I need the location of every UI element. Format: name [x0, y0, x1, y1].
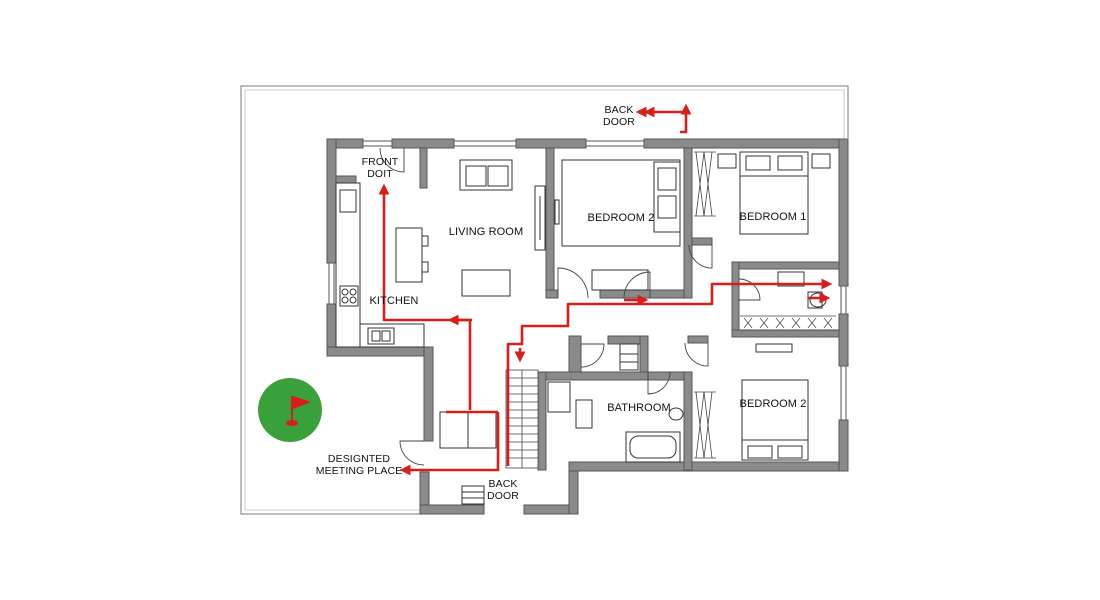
bedroom-2-top-label: BEDROOM 2	[587, 212, 655, 224]
route-bedroom-path	[506, 278, 833, 466]
route-front-door	[378, 183, 472, 410]
lot-boundary	[240, 85, 849, 515]
closet-hangers	[743, 317, 833, 329]
bathroom-label: BATHROOM	[607, 402, 671, 414]
kitchen-label: KITCHEN	[369, 295, 419, 307]
flag-icon	[286, 396, 311, 426]
living-room-label: LIVING ROOM	[448, 226, 524, 238]
meeting-place-marker	[258, 378, 322, 442]
furniture	[335, 151, 836, 505]
route-meeting-place	[399, 412, 500, 476]
bedroom-1-label: BEDROOM 1	[739, 211, 807, 223]
front-door-label: FRONT DOIT	[361, 156, 399, 180]
back-door-top-label: BACK DOOR	[603, 104, 635, 128]
bedroom-2-bottom-label: BEDROOM 2	[739, 398, 807, 410]
meeting-place-label: DESIGNTED MEETING PLACE	[315, 453, 403, 477]
walls	[326, 138, 849, 515]
door-swings	[379, 147, 761, 466]
staircase	[505, 369, 539, 469]
back-door-bottom-label: BACK DOOR	[487, 478, 519, 502]
evacuation-routes	[378, 103, 833, 476]
